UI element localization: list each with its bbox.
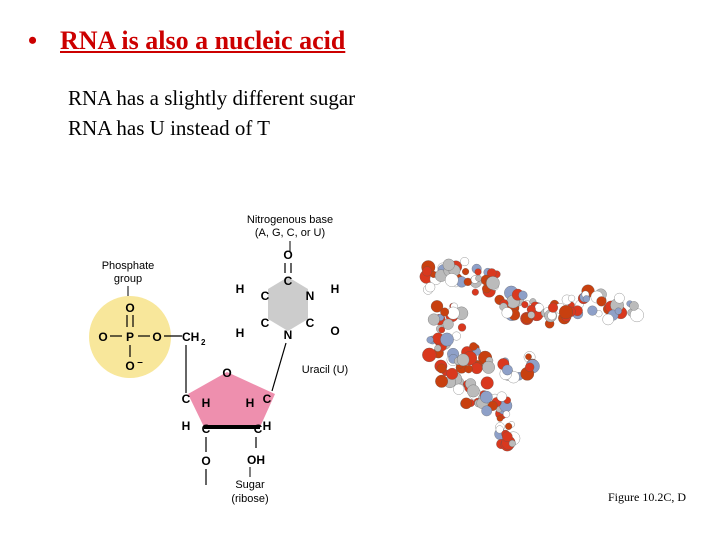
- ch2-subscript: 2: [201, 338, 206, 347]
- sugar-ring-oxygen: O: [222, 366, 231, 380]
- base-c5-carbon: C: [261, 289, 270, 303]
- bullet-marker: •: [28, 26, 38, 55]
- phosphorus-atom: P: [126, 330, 134, 344]
- slide-title: RNA is also a nucleic acid: [60, 26, 346, 55]
- sugar-c4-hydrogen: H: [202, 396, 211, 410]
- phosphate-group: O O P O O –: [98, 301, 161, 373]
- rna-space-filling-model-image: [419, 257, 644, 452]
- sugar-c2-carbon: C: [254, 422, 263, 436]
- phosphate-minus-charge: –: [137, 357, 143, 368]
- sugar-label-line1: Sugar: [235, 479, 265, 491]
- phosphate-bottom-oxygen: O: [125, 359, 134, 373]
- base-top-oxygen: O: [283, 248, 292, 262]
- base-n3-hydrogen: H: [331, 282, 340, 296]
- sugar-c3-hydrogen: H: [182, 419, 191, 433]
- sugar-c3-oxygen: O: [201, 454, 210, 468]
- figure-caption: Figure 10.2C, D: [608, 490, 686, 504]
- base-c6-hydrogen: H: [236, 326, 245, 340]
- sugar-c4-carbon: C: [182, 392, 191, 406]
- base-c4-carbon: C: [284, 274, 293, 288]
- ch2-group: CH: [182, 330, 199, 344]
- sugar-c1-hydrogen: H: [246, 396, 255, 410]
- phosphate-group-circle: [89, 296, 171, 378]
- ribose-sugar-ring: [188, 372, 275, 427]
- point-sugar: RNA has a slightly different sugar: [68, 86, 356, 110]
- phosphate-label-line2: group: [114, 273, 142, 285]
- base-right-oxygen: O: [330, 324, 339, 338]
- uracil-label: Uracil (U): [302, 364, 348, 376]
- base-c5-hydrogen: H: [236, 282, 245, 296]
- rna-nucleotide-diagram: Nitrogenous base (A, G, C, or U) Phospha…: [89, 214, 348, 505]
- phosphate-top-oxygen: O: [125, 301, 134, 315]
- sugar-label-line2: (ribose): [231, 493, 268, 505]
- sugar-c1-carbon: C: [263, 392, 272, 406]
- phosphate-left-oxygen: O: [98, 330, 107, 344]
- sugar-c2-hydroxyl: OH: [247, 453, 265, 467]
- base-n1-nitrogen: N: [284, 328, 293, 342]
- point-uracil: RNA has U instead of T: [68, 116, 271, 140]
- phosphate-right-oxygen: O: [152, 330, 161, 344]
- sugar-c3-carbon: C: [202, 422, 211, 436]
- uracil-base-ring: [268, 277, 308, 331]
- sugar-c2-hydrogen: H: [263, 419, 272, 433]
- base-label-line1: Nitrogenous base: [247, 214, 333, 226]
- phosphate-label-line1: Phosphate: [102, 260, 155, 272]
- base-c6-carbon: C: [261, 316, 270, 330]
- base-c2-carbon: C: [306, 316, 315, 330]
- base-n3-nitrogen: N: [306, 289, 315, 303]
- base-label-line2: (A, G, C, or U): [255, 227, 325, 239]
